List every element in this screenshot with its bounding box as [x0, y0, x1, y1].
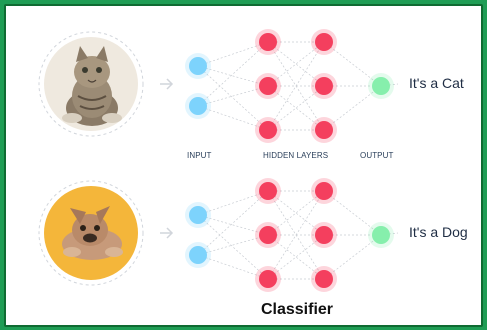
- dog-connection: [197, 254, 269, 280]
- dog-hidden2-node: [315, 226, 333, 244]
- cat-hidden1-node: [259, 33, 277, 51]
- dog-photo: [44, 186, 138, 280]
- dog-photo-ring: [38, 180, 144, 286]
- cat-hidden2-node: [315, 121, 333, 139]
- cat-connection: [323, 41, 382, 87]
- cat-photo: [44, 37, 138, 131]
- input-layer-label: INPUT: [187, 151, 212, 160]
- dog-network: [185, 178, 399, 292]
- cat-result-label: It's a Cat: [409, 75, 464, 91]
- dog-hidden1-node: [259, 270, 277, 288]
- cat-connection: [197, 105, 269, 131]
- dog-hidden2-node: [315, 182, 333, 200]
- classifier-title: Classifier: [261, 301, 333, 318]
- cat-output-node: [372, 77, 390, 95]
- hidden-layers-label: HIDDEN LAYERS: [263, 151, 328, 160]
- cat-arrow-icon: [160, 78, 174, 90]
- dog-connection: [197, 214, 269, 236]
- dog-hidden1-node: [259, 226, 277, 244]
- output-layer-label: OUTPUT: [360, 151, 394, 160]
- dog-result-label: It's a Dog: [409, 224, 468, 240]
- cat-hidden1-node: [259, 121, 277, 139]
- dog-input-node: [189, 246, 207, 264]
- dog-input-node: [189, 206, 207, 224]
- cat-hidden2-node: [315, 33, 333, 51]
- dog-connection: [197, 190, 269, 256]
- dog-arrow-icon: [160, 227, 174, 239]
- cat-connection: [197, 41, 269, 107]
- dog-connection: [323, 190, 382, 236]
- cat-hidden1-node: [259, 77, 277, 95]
- cat-connection: [323, 85, 382, 131]
- dog-connection: [197, 234, 269, 256]
- cat-photo-ring: [38, 31, 144, 137]
- dog-connection: [197, 214, 269, 280]
- dog-row: It's a Dog: [38, 178, 468, 292]
- dog-hidden2-node: [315, 270, 333, 288]
- cat-connection: [267, 41, 325, 131]
- cat-input-node: [189, 97, 207, 115]
- cat-network: [185, 29, 399, 143]
- cat-input-node: [189, 57, 207, 75]
- cat-connection: [197, 85, 269, 107]
- dog-output-node: [372, 226, 390, 244]
- cat-hidden2-node: [315, 77, 333, 95]
- dog-connection: [197, 190, 269, 216]
- cat-connection: [197, 65, 269, 131]
- dog-connection: [267, 190, 325, 280]
- cat-connection: [197, 65, 269, 87]
- cat-connection: [197, 41, 269, 67]
- dog-connection: [323, 234, 382, 280]
- cat-row: It's a Cat: [38, 29, 464, 143]
- dog-hidden1-node: [259, 182, 277, 200]
